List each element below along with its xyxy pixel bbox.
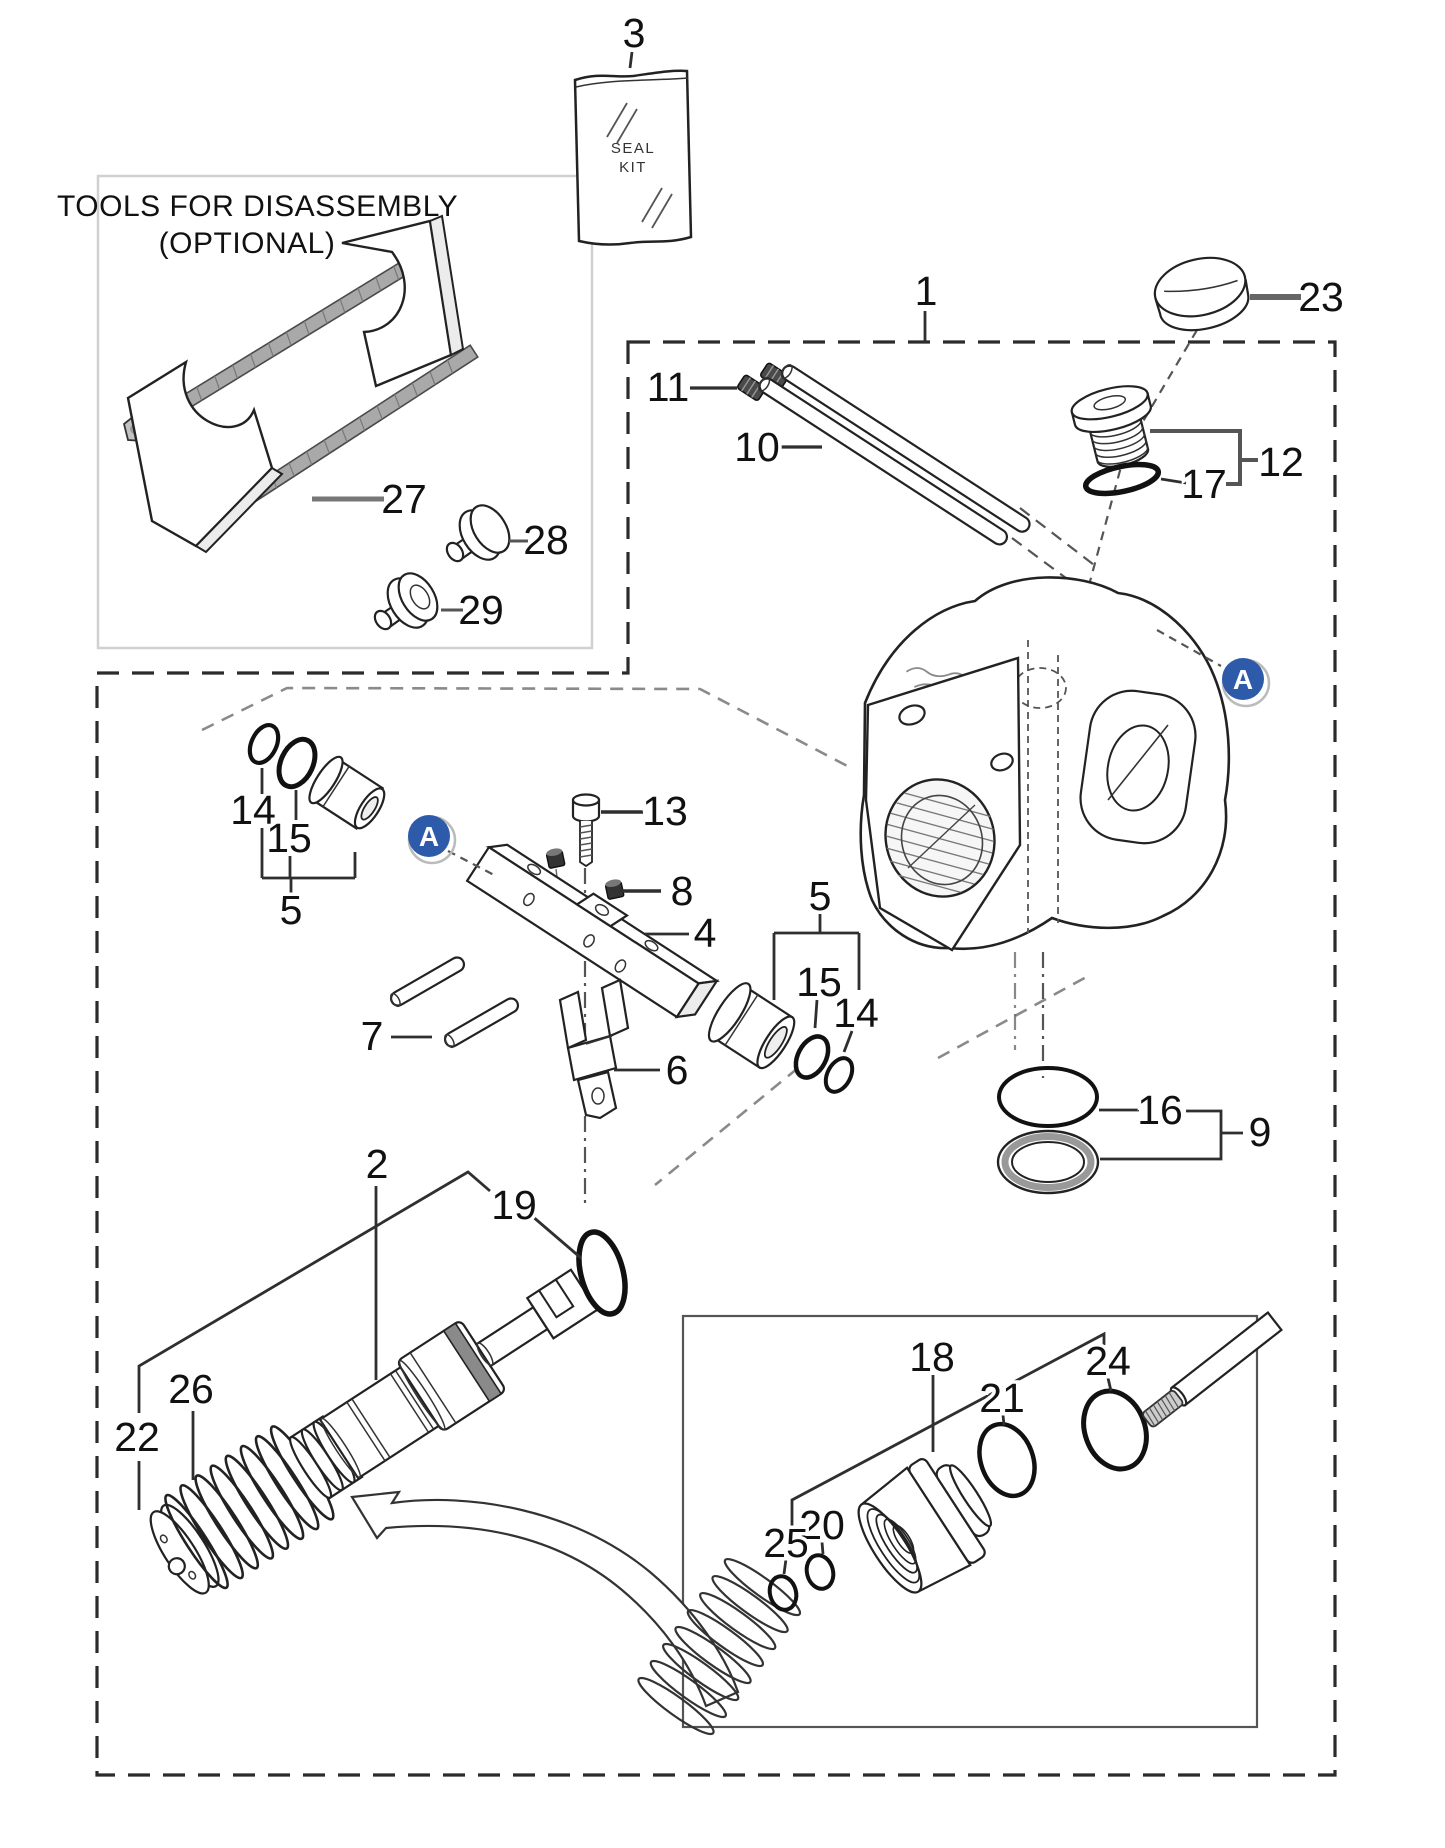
part-label-22: 22 <box>114 1414 160 1460</box>
trip-bar-4-drawing <box>465 843 720 1019</box>
callout-labels: 1 2 3 4 5 5 6 7 8 9 10 11 12 13 14 15 14… <box>111 7 1348 1570</box>
tools-panel-title-line1: TOOLS FOR DISASSEMBLY <box>57 190 458 223</box>
plugs-11-drawing <box>737 362 789 401</box>
orings-left-drawing <box>247 723 318 790</box>
orings-right-drawing <box>793 1034 855 1094</box>
oring-16-drawing <box>997 1066 1099 1128</box>
part-label-28: 28 <box>523 517 569 563</box>
detail-reference-arrow <box>350 1490 740 1708</box>
pins-10-drawing <box>758 363 1031 546</box>
screw-plug-12-drawing <box>1070 385 1152 468</box>
knob-29-drawing <box>373 572 439 631</box>
oring-19-drawing <box>576 1229 628 1317</box>
detail-marker-a-bar: A <box>407 815 457 865</box>
inset-detail-box <box>681 1314 1259 1729</box>
part-label-4: 4 <box>694 910 717 956</box>
leader-lines <box>137 51 1301 1575</box>
spool-2-drawing <box>149 1268 599 1595</box>
part-label-15-left: 15 <box>266 815 312 861</box>
part-label-14-right: 14 <box>833 990 879 1036</box>
piston-18-drawing <box>857 1458 993 1594</box>
part-label-27: 27 <box>381 476 427 522</box>
knob-28-drawing <box>445 504 511 563</box>
pins-7-drawing <box>389 956 520 1049</box>
part-label-15-right: 15 <box>796 959 842 1005</box>
part-label-14-left: 14 <box>230 787 276 833</box>
valve-body-drawing <box>859 576 1231 952</box>
detail-marker-a-bar-label: A <box>419 821 439 852</box>
part-label-12: 12 <box>1258 439 1304 485</box>
threaded-rod-drawing <box>1142 1311 1283 1428</box>
spring-26-coils <box>164 1425 335 1590</box>
bushing-5-left-drawing <box>308 755 386 830</box>
part-label-9: 9 <box>1249 1109 1272 1155</box>
part-label-5-right: 5 <box>809 873 832 919</box>
part-label-7: 7 <box>361 1013 384 1059</box>
part-label-3: 3 <box>623 10 646 56</box>
cap-23-drawing <box>1153 256 1250 332</box>
part-label-20: 20 <box>799 1502 845 1548</box>
part-label-16: 16 <box>1137 1087 1183 1133</box>
bushing-5-right-drawing <box>707 982 796 1070</box>
tools-panel-title-line2: (OPTIONAL) <box>159 227 336 260</box>
seal-kit-text-line2: KIT <box>619 159 647 176</box>
bolt-13-drawing <box>571 793 601 868</box>
part-label-8: 8 <box>671 868 694 914</box>
part-label-6: 6 <box>666 1047 689 1093</box>
part-label-21: 21 <box>979 1375 1025 1421</box>
part-label-24: 24 <box>1085 1338 1131 1384</box>
seal-9-drawing <box>996 1129 1100 1195</box>
part-label-18: 18 <box>909 1334 955 1380</box>
part-label-19: 19 <box>491 1182 537 1228</box>
spring-inset-drawing <box>637 1557 802 1736</box>
main-dashed-boundary <box>95 340 1337 1777</box>
tools-panel-box <box>96 174 594 650</box>
part-label-23: 23 <box>1298 274 1344 320</box>
part-label-13: 13 <box>642 788 688 834</box>
part-label-2: 2 <box>366 1141 389 1187</box>
part-label-17: 17 <box>1181 461 1227 507</box>
orings-inset-drawing <box>767 1388 1149 1612</box>
seal-kit-bag-drawing: SEAL KIT <box>573 69 693 246</box>
part-label-25: 25 <box>763 1520 809 1566</box>
detail-marker-a-body: A <box>1221 658 1271 708</box>
clevis-6-drawing <box>558 978 630 1120</box>
puller-tool-drawing <box>122 214 479 554</box>
part-label-5-left: 5 <box>280 887 303 933</box>
part-label-11: 11 <box>647 364 690 410</box>
detail-marker-a-body-label: A <box>1233 664 1253 695</box>
seal-kit-text-line1: SEAL <box>611 140 655 157</box>
oring-17-drawing <box>1082 461 1162 497</box>
part-label-29: 29 <box>458 587 504 633</box>
part-label-10: 10 <box>734 424 780 470</box>
part-label-26: 26 <box>168 1366 214 1412</box>
construction-plane-lines <box>201 686 1091 1187</box>
part-label-1: 1 <box>915 268 938 314</box>
